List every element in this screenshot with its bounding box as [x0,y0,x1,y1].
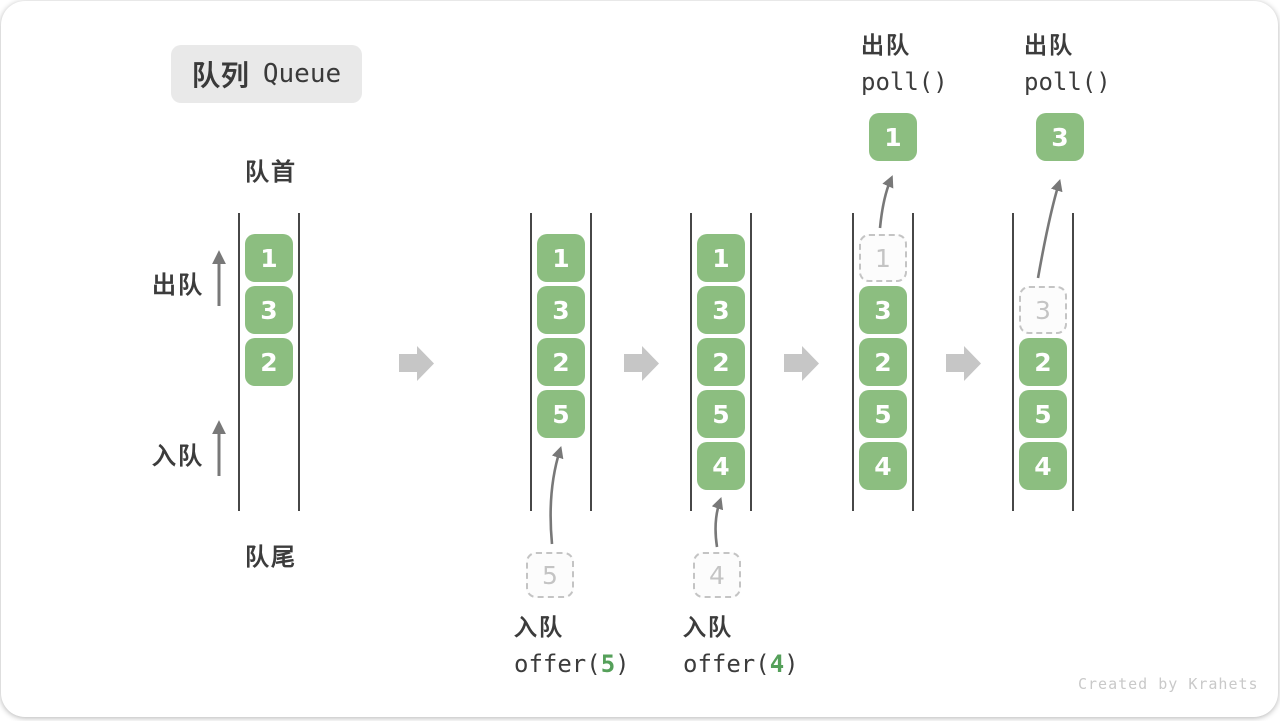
operation-enqueue-5: 入队 offer(5) [514,612,630,677]
queue-cell: 2 [245,338,293,386]
title-badge: 队列 Queue [171,45,362,103]
queue-cell: 3 [537,286,585,334]
queue-cell-removed: 1 [859,234,907,282]
queue-cell: 1 [537,234,585,282]
queue-cell: 2 [697,338,745,386]
operation-label: 入队 [514,614,564,640]
watermark-credit: Created by Krahets [1078,675,1259,693]
queue-cell: 3 [697,286,745,334]
queue-cell: 4 [1019,442,1067,490]
code-text: ) [784,650,799,678]
queue-wall-right [912,213,914,511]
queue-wall-right [1072,213,1074,511]
queue-cell: 2 [537,338,585,386]
queue-cell: 1 [697,234,745,282]
code-arg: 4 [769,650,785,678]
queue-cell: 2 [1019,338,1067,386]
title-zh: 队列 [191,60,250,91]
queue-state-3: 1 3 2 5 4 [690,213,752,511]
dequeue-side-label: 出队 [152,272,204,299]
queue-cell: 5 [537,390,585,438]
queue-cell: 5 [859,390,907,438]
queue-front-label: 队首 [245,159,297,186]
operation-label: 出队 [1024,32,1074,58]
queue-rear-label: 队尾 [245,544,297,571]
operation-label: 入队 [683,614,733,640]
incoming-element-box: 5 [526,552,574,598]
queue-wall-left [238,213,240,511]
queue-cell: 4 [697,442,745,490]
operation-code: poll() [861,68,948,96]
queue-wall-right [590,213,592,511]
queue-state-4: 1 3 2 5 4 [852,213,914,511]
code-text: ) [615,650,630,678]
queue-wall-left [852,213,854,511]
queue-wall-left [530,213,532,511]
code-arg: 5 [600,650,616,678]
state-transition-arrow-icon [946,346,981,381]
queue-wall-right [750,213,752,511]
operation-dequeue-1: 出队 poll() [861,30,948,95]
state-transition-arrow-icon [624,346,659,381]
code-text: offer( [683,650,770,678]
queue-cell: 3 [859,286,907,334]
operation-label: 出队 [861,32,911,58]
queue-wall-left [690,213,692,511]
queue-cell: 5 [1019,390,1067,438]
queue-cell: 5 [697,390,745,438]
queue-state-5: 3 2 5 4 [1012,213,1074,511]
operation-enqueue-4: 入队 offer(4) [683,612,799,677]
operation-code: offer(4) [683,651,799,677]
incoming-element-box: 4 [693,552,741,598]
queue-cell: 3 [245,286,293,334]
operation-code: offer(5) [514,651,630,677]
operation-dequeue-2: 出队 poll() [1024,30,1111,95]
queue-cell: 1 [245,234,293,282]
queue-cell: 2 [859,338,907,386]
state-transition-arrow-icon [784,346,819,381]
queue-state-1: 1 3 2 [238,213,300,511]
queue-cell: 4 [859,442,907,490]
code-text: offer( [514,650,601,678]
operation-code: poll() [1024,68,1111,96]
popped-element-box: 3 [1036,113,1084,161]
popped-element-box: 1 [869,113,917,161]
queue-wall-right [298,213,300,511]
queue-wall-left [1012,213,1014,511]
queue-cell-removed: 3 [1019,286,1067,334]
state-transition-arrow-icon [399,346,434,381]
queue-state-2: 1 3 2 5 [530,213,592,511]
enqueue-side-label: 入队 [152,443,204,470]
title-en: Queue [262,59,342,89]
